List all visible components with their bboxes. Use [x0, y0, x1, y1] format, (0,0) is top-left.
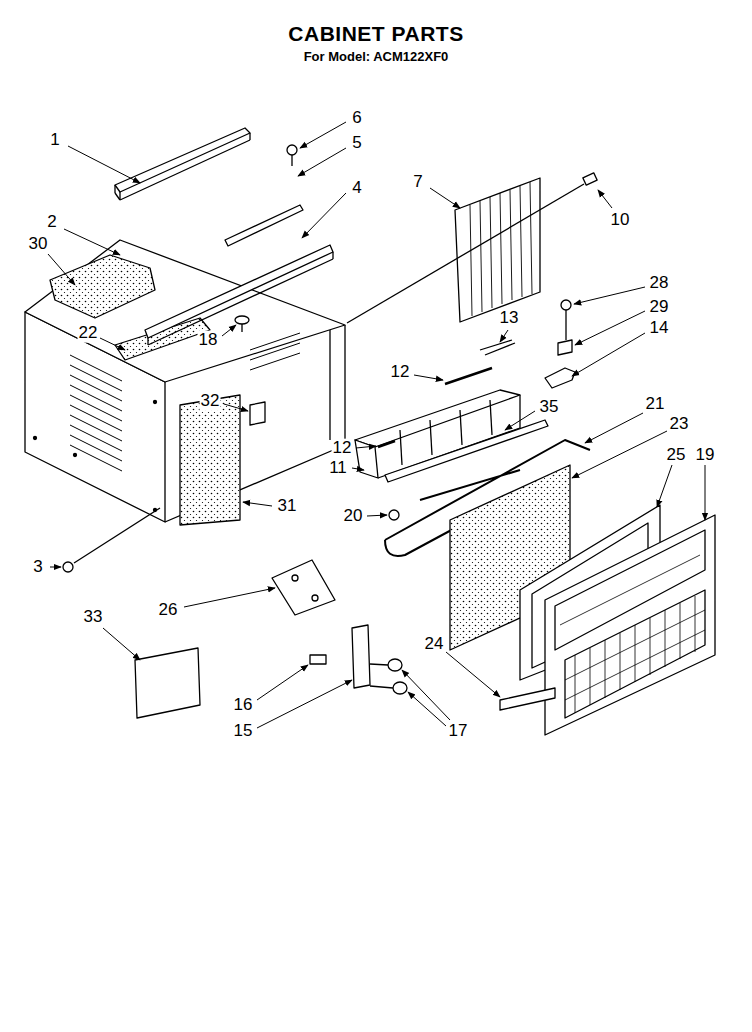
callout-number: 16	[233, 696, 254, 715]
callout-number: 19	[695, 446, 716, 465]
callout-number: 1	[49, 131, 60, 150]
callout-number: 31	[277, 497, 298, 516]
callout-number: 14	[649, 319, 670, 338]
callout-number: 33	[83, 608, 104, 627]
callout-number: 6	[351, 109, 362, 128]
callout-number: 10	[610, 211, 631, 230]
callout-number: 30	[28, 235, 49, 254]
title: CABINET PARTS	[287, 22, 464, 45]
callout-number: 22	[78, 324, 99, 343]
callout-number: 35	[539, 398, 560, 417]
callout-number: 23	[669, 415, 690, 434]
callout-number: 28	[649, 274, 670, 293]
callout-number: 24	[424, 635, 445, 654]
callout-number: 7	[412, 173, 423, 192]
callout-number: 4	[351, 179, 362, 198]
callout-number: 21	[645, 395, 666, 414]
callout-number: 20	[343, 507, 364, 526]
callout-number: 17	[448, 722, 469, 741]
callout-number: 26	[158, 601, 179, 620]
callout-number: 3	[32, 558, 43, 577]
callout-number: 12	[390, 363, 411, 382]
callout-number: 29	[649, 298, 670, 317]
callout-number: 2	[46, 213, 57, 232]
callout-number: 5	[351, 134, 362, 153]
callout-number: 18	[198, 331, 219, 350]
callout-number: 32	[200, 392, 221, 411]
callout-number: 12	[332, 439, 353, 458]
callout-number: 13	[499, 309, 520, 328]
callout-number: 15	[233, 722, 254, 741]
callout-number: 11	[328, 459, 348, 478]
callout-number: 25	[666, 446, 687, 465]
model-subtitle: For Model: ACM122XF0	[303, 50, 450, 64]
